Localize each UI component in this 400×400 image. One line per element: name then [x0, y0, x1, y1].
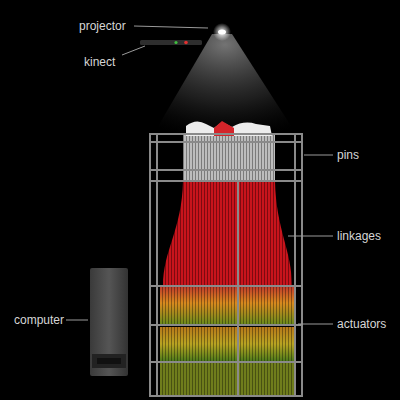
part-label: actuators [337, 317, 386, 331]
part-label: pins [337, 148, 359, 162]
part-label: projector [79, 19, 126, 33]
part-label: kinect [84, 55, 115, 69]
part-label: linkages [337, 229, 381, 243]
part-label: computer [14, 313, 64, 327]
